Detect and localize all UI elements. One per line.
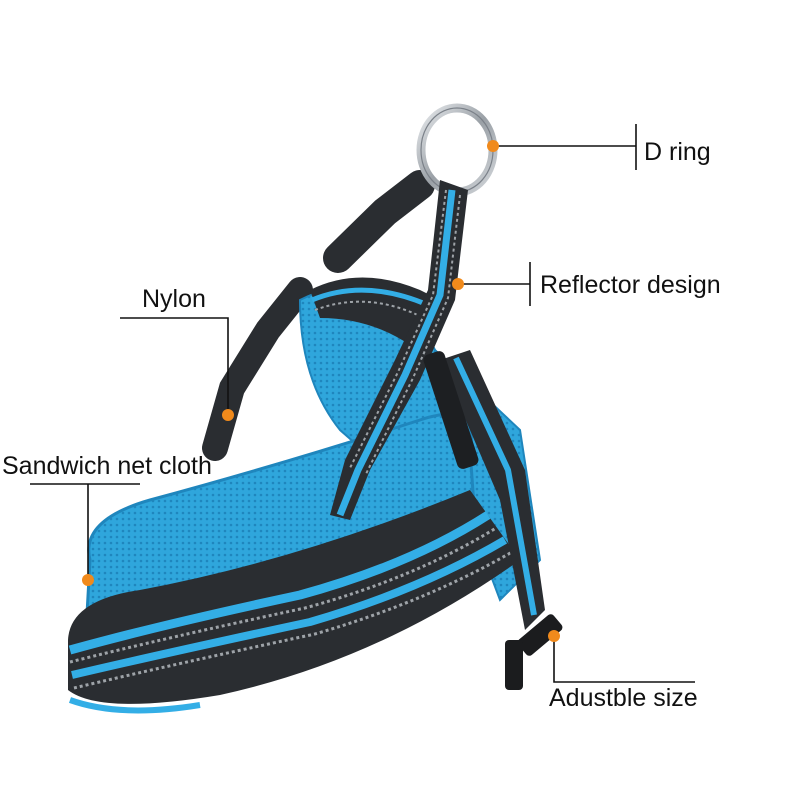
neck-strap [323, 170, 435, 273]
callout-dot-adjust [548, 630, 560, 642]
front-reflective-strap [330, 180, 468, 520]
adjuster-buckle [505, 614, 563, 690]
callout-label-sandwich: Sandwich net cloth [2, 452, 212, 480]
callout-label-nylon: Nylon [142, 285, 206, 313]
top-reflective-strap [310, 277, 440, 345]
callout-label-d-ring: D ring [644, 138, 711, 166]
d-ring [416, 103, 498, 197]
main-padded-loop [68, 412, 520, 714]
callout-dot-nylon [222, 409, 234, 421]
callout-label-reflector: Reflector design [540, 271, 721, 299]
callout-label-adjustable: Adustble size [549, 684, 698, 712]
side-adjust-strap [423, 350, 545, 630]
callout-lines [30, 124, 695, 683]
callout-dots [82, 140, 560, 642]
callout-dot-dring [487, 140, 499, 152]
callout-dot-reflector [452, 278, 464, 290]
callout-dot-sandwich [82, 574, 94, 586]
